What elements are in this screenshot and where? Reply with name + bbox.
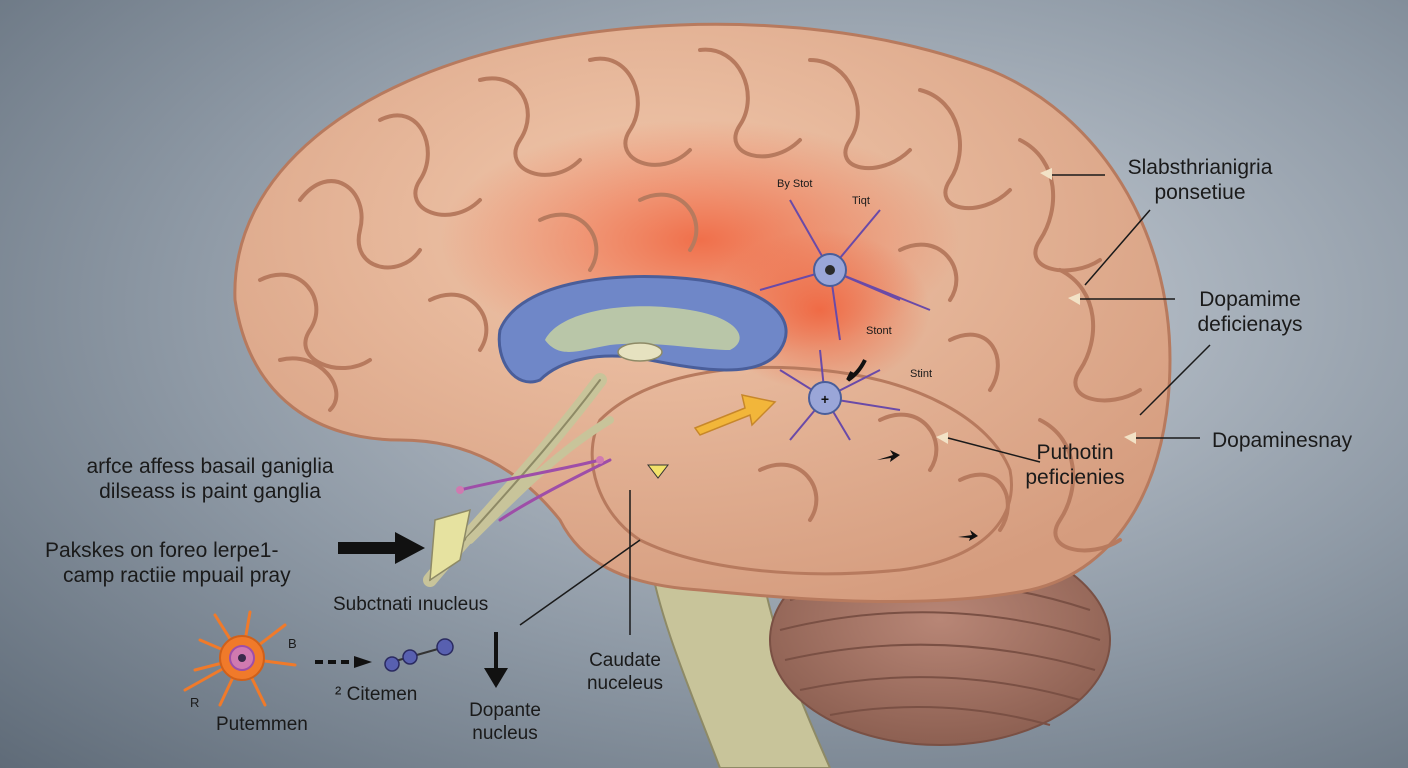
leader-lines	[519, 174, 1211, 635]
pointer-markers	[936, 168, 1136, 444]
label-citemen: ² Citemen	[335, 684, 418, 705]
label-basal-ganglia: arfce affess basail ganiglia dilseass is…	[86, 455, 334, 504]
label-puthotin: Puthotin peficienies	[1025, 441, 1125, 490]
down-arrow-icon	[484, 632, 508, 688]
signal-arrow-icon	[693, 394, 777, 436]
label-subctnati-nucleus: Subctnati ınucleus	[333, 594, 489, 615]
small-arrow-icon	[877, 450, 900, 462]
ventricle	[497, 275, 788, 384]
label-dopante-nucleus: Dopante nucleus	[469, 700, 541, 744]
label-putemen: Putemmen	[216, 714, 308, 735]
label-stont: Stont	[866, 325, 892, 337]
neuron-lower: +	[779, 349, 901, 441]
label-by-stot: By Stot	[777, 178, 813, 190]
triangle-marker-icon	[646, 464, 670, 479]
label-caudate-nucleus: Caudate nuceleus	[586, 650, 664, 694]
label-substantia: Slabsthrianigria ponsetiue	[1127, 156, 1273, 205]
label-tiqt: Tiqt	[852, 195, 870, 207]
label-dopaminesnay: Dopaminesnay	[1212, 429, 1353, 452]
label-dopamine-deficiency: Dopamime deficienays	[1197, 288, 1303, 337]
small-arrow-icon-2	[958, 530, 978, 541]
dashed-arrow-icon	[315, 656, 372, 668]
label-pakskes: Pakskes on foreo lerpe1- camp ractiie mp…	[45, 539, 291, 588]
orange-neuron-icon	[183, 610, 297, 707]
brainstem	[648, 559, 832, 768]
svg-text:+: +	[821, 391, 829, 407]
neuron-upper	[759, 199, 931, 341]
curved-arrow-icon	[846, 359, 867, 382]
label-stint: Stint	[910, 368, 933, 380]
dopamine-molecules-icon	[384, 638, 454, 672]
label-letter-b: B	[288, 636, 297, 651]
brain-folds	[258, 47, 1142, 553]
right-arrow-icon	[338, 532, 425, 564]
black-arrows	[338, 450, 978, 688]
flag-marker-icon	[429, 508, 471, 582]
label-letter-r: R	[190, 695, 200, 710]
